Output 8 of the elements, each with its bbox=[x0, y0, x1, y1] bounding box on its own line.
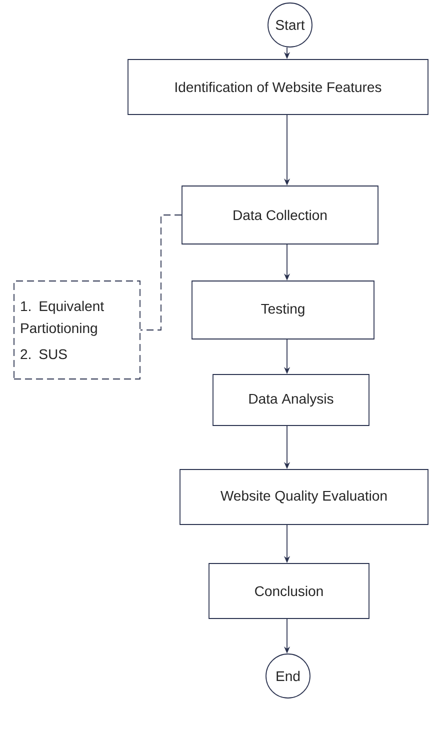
bracket-line bbox=[140, 214, 182, 330]
note-box: 1. Equivalent Partiotioning 2. SUS bbox=[14, 280, 140, 380]
process-box: Website Quality Evaluation bbox=[180, 469, 428, 525]
process-box: Data Analysis bbox=[212, 374, 370, 426]
process-box: Identification of Website Features bbox=[128, 59, 428, 115]
process-box: Testing bbox=[192, 280, 374, 340]
process-box: Conclusion bbox=[208, 563, 370, 619]
process-box: Data Collection bbox=[182, 186, 378, 244]
